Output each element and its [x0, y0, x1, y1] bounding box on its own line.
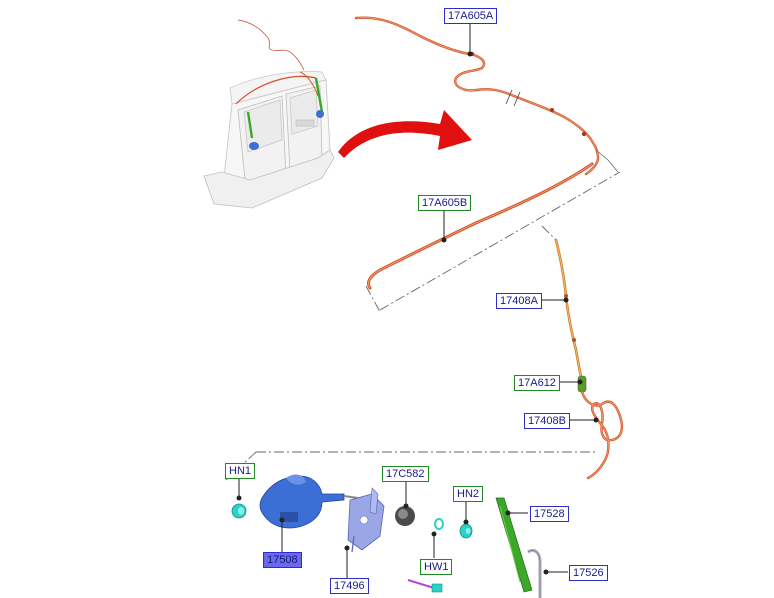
hose-17a605b: [366, 162, 594, 290]
curved-red-arrow-icon: [338, 110, 472, 158]
callout-hn1[interactable]: HN1: [225, 463, 256, 479]
grommet-17c582: [395, 506, 415, 526]
washer-nut-icon: [434, 518, 444, 530]
callout-17c582[interactable]: 17C582: [382, 466, 429, 482]
callout-hw1[interactable]: HW1: [420, 559, 453, 575]
callout-17408a[interactable]: 17408A: [496, 293, 542, 309]
bolt-hw1: [407, 579, 443, 593]
nut-hn2: [459, 523, 473, 539]
callout-17526[interactable]: 17526: [569, 565, 608, 581]
bracket-17496: [347, 487, 385, 553]
wiper-blade-17526: [527, 548, 542, 598]
callout-hn2[interactable]: HN2: [453, 486, 484, 502]
callout-17508[interactable]: 17508: [263, 552, 302, 568]
callout-17496[interactable]: 17496: [330, 578, 369, 594]
hose-17a605a: [354, 16, 619, 176]
callout-17528[interactable]: 17528: [530, 506, 569, 522]
leader-lines: [236, 22, 599, 578]
hose-17408a: [554, 238, 584, 384]
hose-17408b: [580, 390, 624, 480]
van-rear-tailgate-icon: [203, 19, 335, 209]
grommet-hn1: [231, 503, 247, 519]
callout-17a605b[interactable]: 17A605B: [418, 195, 472, 211]
callout-17a605a[interactable]: 17A605A: [444, 8, 498, 24]
callout-17a612[interactable]: 17A612: [514, 375, 560, 391]
wiper-motor-17508: [259, 474, 359, 529]
callout-17408b[interactable]: 17408B: [524, 413, 570, 429]
wiper-arm-17528: [495, 497, 533, 593]
dash-dot-connector-lines: [225, 171, 621, 481]
